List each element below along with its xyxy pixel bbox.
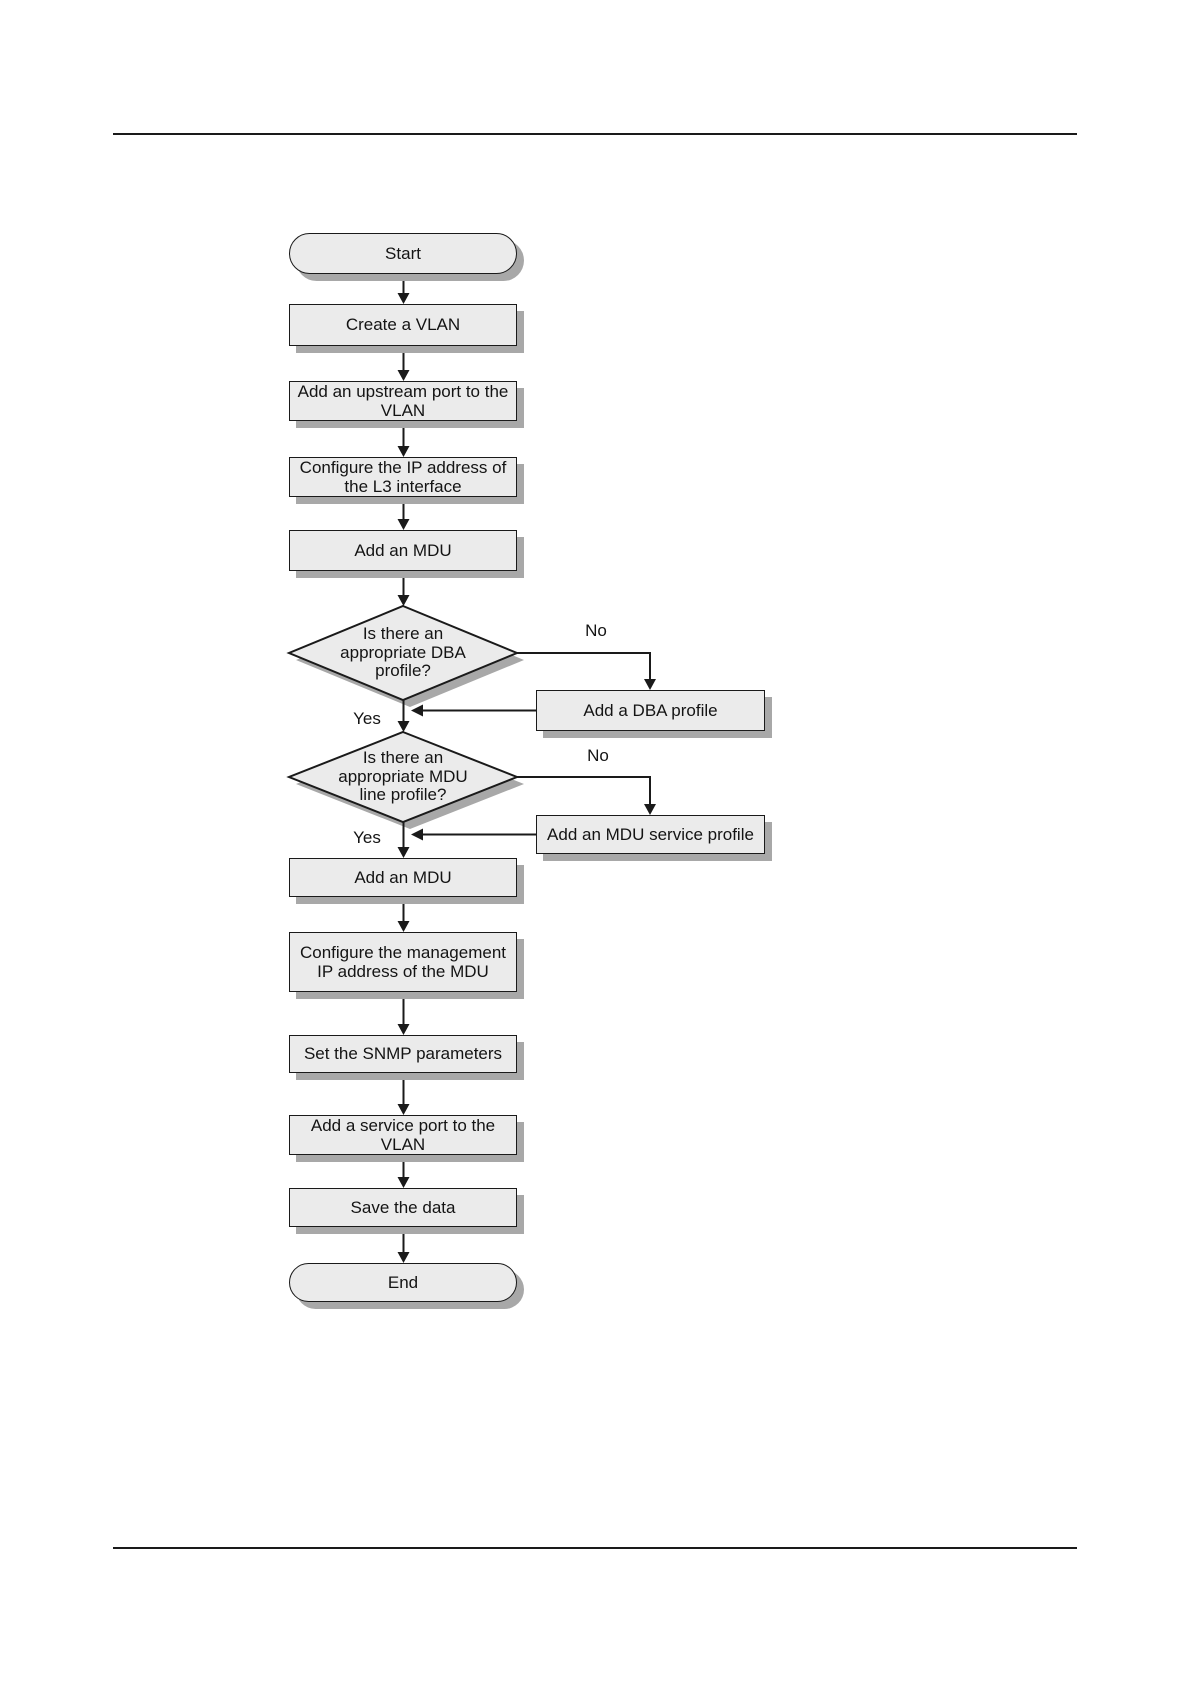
arrow-mdu-service-return xyxy=(411,828,536,841)
step-configure-mgmt-ip: Configure the management IP address of t… xyxy=(289,932,517,992)
step-add-mdu-second: Add an MDU xyxy=(289,858,517,897)
arrow-upstream-to-l3-ip xyxy=(397,421,410,457)
step-save-data: Save the data xyxy=(289,1188,517,1227)
footer-rule xyxy=(113,1547,1077,1549)
no-label-dba: No xyxy=(585,621,607,640)
yes-label-mdu-line: Yes xyxy=(353,828,381,847)
arrow-snmp-to-service-port xyxy=(397,1073,410,1115)
arrow-no-branch-dba xyxy=(517,652,656,690)
arrow-l3-ip-to-add-mdu xyxy=(397,497,410,530)
yes-label-dba: Yes xyxy=(353,709,381,728)
arrow-no-branch-mdu-service xyxy=(517,776,656,815)
end-node: End xyxy=(289,1263,517,1302)
arrow-service-port-to-save xyxy=(397,1155,410,1188)
decision-dba-profile-label: Is there an appropriate DBA profile? xyxy=(340,623,466,681)
arrow-add-mdu-to-mgmt-ip xyxy=(397,897,410,932)
step-add-mdu-service-profile: Add an MDU service profile xyxy=(536,815,765,854)
step-add-upstream-port: Add an upstream port to the VLAN xyxy=(289,381,517,421)
step-add-mdu-first: Add an MDU xyxy=(289,530,517,571)
arrow-dba-return xyxy=(411,704,536,717)
start-node: Start xyxy=(289,233,517,274)
arrow-start-to-create-vlan xyxy=(397,274,410,304)
arrow-mgmt-ip-to-snmp xyxy=(397,992,410,1035)
step-add-dba-profile: Add a DBA profile xyxy=(536,690,765,731)
step-set-snmp: Set the SNMP parameters xyxy=(289,1035,517,1073)
arrow-save-to-end xyxy=(397,1227,410,1263)
arrow-mdu-line-decision-to-add-mdu xyxy=(397,822,410,858)
header-rule xyxy=(113,133,1077,135)
decision-mdu-line-profile-label: Is there an appropriate MDU line profile… xyxy=(338,747,468,805)
arrow-add-mdu-to-dba-decision xyxy=(397,571,410,606)
arrow-dba-decision-to-mdu-line-decision xyxy=(397,700,410,732)
step-create-vlan: Create a VLAN xyxy=(289,304,517,346)
step-add-service-port: Add a service port to the VLAN xyxy=(289,1115,517,1155)
step-configure-l3-ip: Configure the IP address of the L3 inter… xyxy=(289,457,517,497)
arrow-create-vlan-to-upstream xyxy=(397,346,410,381)
no-label-mdu-line: No xyxy=(587,746,609,765)
